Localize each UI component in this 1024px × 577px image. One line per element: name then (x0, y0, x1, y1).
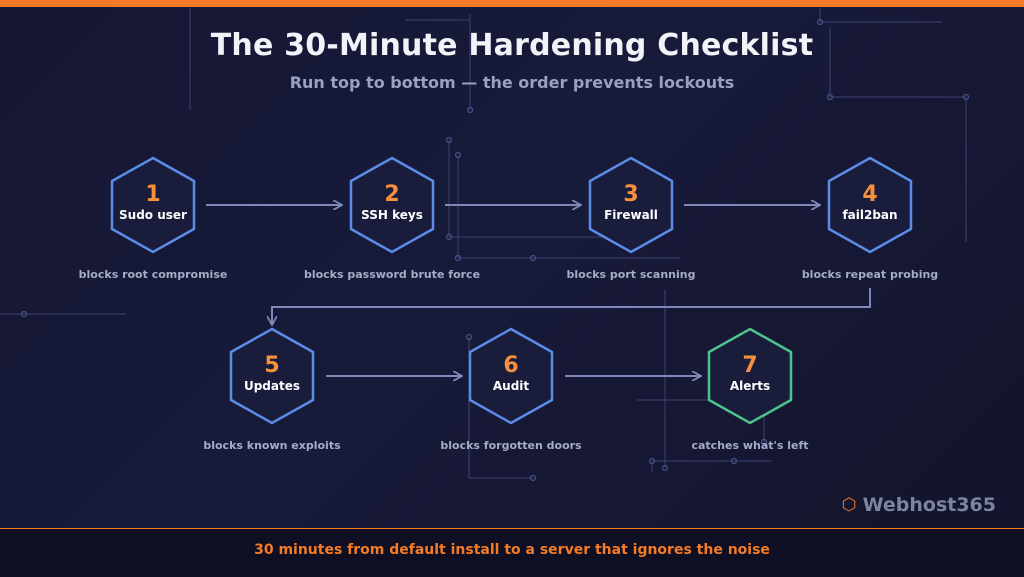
step-label: Alerts (729, 379, 771, 393)
step-label: Firewall (604, 208, 658, 222)
step-number: 3 (623, 182, 639, 207)
step-number: 7 (742, 353, 758, 378)
brand-logo: ⬡ Webhost365 (842, 494, 996, 516)
step-6: 6 Audit (466, 326, 556, 426)
page-title: The 30-Minute Hardening Checklist (210, 28, 814, 63)
step-label: Updates (243, 379, 301, 393)
step-6-caption: blocks forgotten doors (440, 439, 582, 452)
step-label: Sudo user (119, 208, 187, 222)
step-2-hexagon (349, 156, 435, 254)
step-number: 6 (503, 353, 519, 378)
step-4-hexagon (827, 156, 913, 254)
step-5-caption: blocks known exploits (203, 439, 341, 452)
step-7: 7 Alerts (705, 326, 795, 426)
step-4: 4 fail2ban (825, 155, 915, 255)
step-number: 2 (384, 182, 400, 207)
step-number: 4 (862, 182, 878, 207)
step-1-hexagon (110, 156, 196, 254)
footer-text: 30 minutes from default install to a ser… (254, 542, 770, 558)
step-2: 2 SSH keys (347, 155, 437, 255)
step-number: 5 (264, 353, 280, 378)
brand-name: Webhost365 (862, 494, 996, 516)
step-5-hexagon (229, 327, 315, 425)
step-6-hexagon (468, 327, 554, 425)
step-label: SSH keys (361, 208, 423, 222)
step-label: Audit (492, 379, 530, 393)
step-5: 5 Updates (227, 326, 317, 426)
step-3-caption: blocks port scanning (566, 268, 696, 281)
step-label: fail2ban (842, 208, 898, 222)
hexagon-outline-icon: ⬡ (841, 495, 857, 515)
page-subtitle: Run top to bottom — the order prevents l… (289, 73, 735, 92)
step-3-hexagon (588, 156, 674, 254)
footer-bar: 30 minutes from default install to a ser… (0, 528, 1024, 577)
step-1: 1 Sudo user (108, 155, 198, 255)
step-7-hexagon (707, 327, 793, 425)
arrow-4-to-5 (272, 288, 871, 324)
step-4-caption: blocks repeat probing (801, 268, 939, 281)
top-accent-bar (0, 0, 1024, 7)
step-number: 1 (145, 182, 161, 207)
step-3: 3 Firewall (586, 155, 676, 255)
step-1-caption: blocks root compromise (78, 268, 228, 281)
step-7-caption: catches what's left (691, 439, 809, 452)
step-2-caption: blocks password brute force (303, 268, 481, 281)
